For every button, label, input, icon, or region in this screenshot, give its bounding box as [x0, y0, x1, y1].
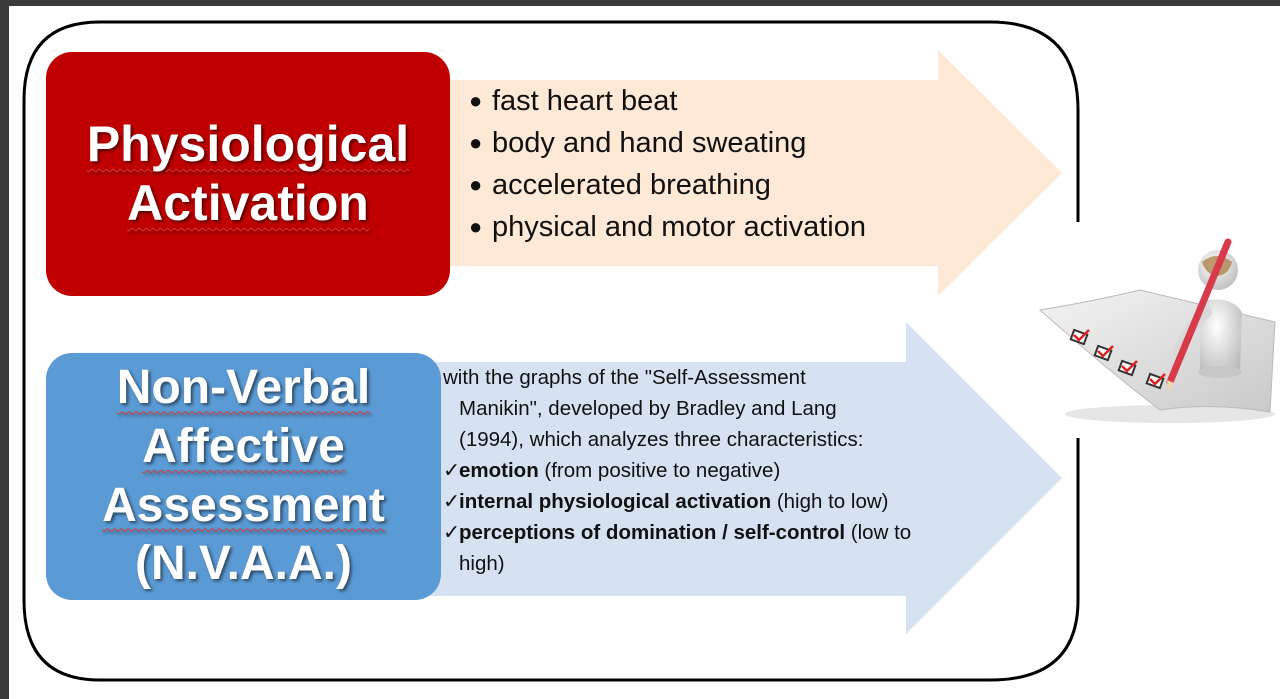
checklist-figure-icon	[1038, 238, 1276, 423]
nvaa-title-line1: Non-Verbal	[116, 361, 371, 415]
physiological-title-line1: Physiological	[86, 116, 410, 172]
left-border	[0, 0, 9, 699]
checkmark-icon: ✓	[443, 521, 461, 544]
frame-border	[22, 20, 1080, 682]
list-item: ●fast heart beat	[468, 80, 866, 122]
nvaa-title-line2: Affective	[142, 419, 345, 473]
physiological-bullet-list: ●fast heart beat ●body and hand sweating…	[468, 80, 866, 248]
list-item: ●accelerated breathing	[468, 164, 866, 206]
nvaa-title-line3: Assessment	[102, 478, 385, 532]
check-item-domination: ✓perceptions of domination / self-contro…	[443, 517, 943, 579]
intro-line: Manikin", developed by Bradley and Lang	[459, 397, 837, 420]
check-item-emotion: ✓emotion (from positive to negative)	[443, 455, 943, 486]
list-item: ●physical and motor activation	[468, 206, 866, 248]
physiological-title-line2: Activation	[127, 175, 369, 231]
check-item-activation: ✓internal physiological activation (high…	[443, 486, 943, 517]
bullet-icon: ●	[469, 130, 483, 155]
bullet-icon: ●	[469, 88, 483, 113]
physiological-arrow	[440, 50, 1062, 296]
bullet-icon: ●	[469, 214, 483, 239]
checkmark-icon: ✓	[443, 459, 461, 482]
intro-line: (1994), which analyzes three characteris…	[459, 428, 864, 451]
checkmark-icon: ✓	[443, 490, 461, 513]
nvaa-arrow	[430, 322, 1062, 634]
list-item: ●body and hand sweating	[468, 122, 866, 164]
nvaa-description: with the graphs of the "Self-Assessment …	[443, 362, 943, 579]
bullet-icon: ●	[469, 172, 483, 197]
nvaa-title-line4: (N.V.A.A.)	[135, 537, 352, 591]
top-border	[0, 0, 1280, 6]
intro-line: with the graphs of the "Self-Assessment	[443, 366, 806, 389]
nvaa-box: Non-Verbal Affective Assessment (N.V.A.A…	[46, 353, 441, 600]
physiological-activation-box: Physiological Activation	[46, 52, 450, 296]
